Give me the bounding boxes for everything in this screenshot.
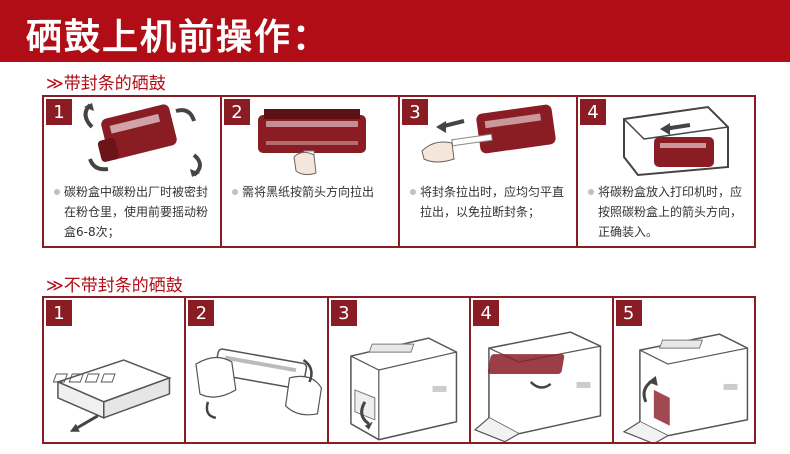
section-title-sealed: ≫带封条的硒鼓 xyxy=(46,74,166,94)
unwrap-cartridge-illustration xyxy=(52,359,172,432)
insert-cartridge-illustration xyxy=(623,105,729,177)
step-number: 2 xyxy=(188,300,215,326)
unsealed-step-1: 1 xyxy=(44,298,187,442)
shake-cartridge-illustration xyxy=(83,103,202,177)
section-title-unsealed: ≫不带封条的硒鼓 xyxy=(46,276,183,296)
bullet-icon xyxy=(586,182,598,202)
step-number: 2 xyxy=(224,99,250,125)
unsealed-step-5: 5 xyxy=(614,298,754,442)
close-printer-cover-illustration xyxy=(622,333,748,442)
step-number: 3 xyxy=(330,300,357,326)
header-banner: 硒鼓上机前操作： xyxy=(0,0,790,62)
step-number: 1 xyxy=(46,99,72,125)
sealed-step-2: 2 需将黑纸按箭头方向拉出 xyxy=(222,97,400,246)
page-title: 硒鼓上机前操作： xyxy=(26,17,331,58)
step-description: 将封条拉出时，应均匀平直拉出，以免拉断封条； xyxy=(408,182,570,222)
bullet-icon xyxy=(230,182,242,202)
step-number: 5 xyxy=(615,300,642,326)
sealed-step-4: 4 将碳粉盒放入打印机时，应按照碳粉盒上的箭头方向，正确装入。 xyxy=(578,97,754,246)
step-description: 需将黑纸按箭头方向拉出 xyxy=(230,182,392,202)
step-number: 1 xyxy=(46,300,72,326)
step-description: 将碳粉盒放入打印机时，应按照碳粉盒上的箭头方向，正确装入。 xyxy=(586,182,748,242)
unsealed-step-4: 4 xyxy=(471,298,614,442)
step-number: 3 xyxy=(402,99,428,125)
sealed-step-3: 3 将封条拉出时，应均匀平直拉出，以免拉断封条； xyxy=(400,97,578,246)
bullet-icon xyxy=(408,182,420,202)
bullet-icon xyxy=(52,182,64,202)
unsealed-steps-row: 1 2 3 xyxy=(42,296,756,444)
sealed-steps-row: 1 碳粉盒中碳粉出厂时被密封在粉仓里，使用前要摇动粉盒6-8次； 2 需将黑纸按… xyxy=(42,95,756,248)
pull-seal-illustration xyxy=(421,104,556,163)
pull-black-paper-illustration xyxy=(258,109,366,176)
shake-cartridge-hands-illustration xyxy=(195,348,323,420)
step-description: 碳粉盒中碳粉出厂时被密封在粉仓里，使用前要摇动粉盒6-8次； xyxy=(52,182,214,242)
unsealed-step-3: 3 xyxy=(329,298,472,442)
unsealed-step-2: 2 xyxy=(186,298,329,442)
insert-into-printer-illustration xyxy=(474,331,602,442)
step-number: 4 xyxy=(580,99,606,125)
open-printer-cover-illustration xyxy=(349,337,458,441)
sealed-step-1: 1 碳粉盒中碳粉出厂时被密封在粉仓里，使用前要摇动粉盒6-8次； xyxy=(44,97,222,246)
step-number: 4 xyxy=(473,300,500,326)
